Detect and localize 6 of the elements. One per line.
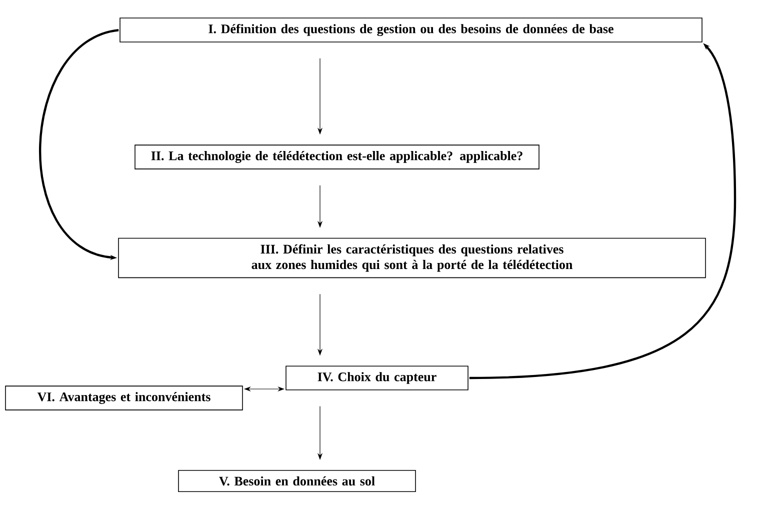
process-box: I. Définition des questions de gestion ou des besoins de données de base [120,18,702,42]
process-box: V. Besoin en données au sol [178,470,416,492]
process-box: II. La technologie de télédétection est-elle applicable? applicable? [134,144,540,170]
process-box: VI. Avantages et inconvénients [5,386,243,410]
process-box: IV. Choix du capteur [286,366,468,390]
process-box: III. Définir les caractéristiques des questions relatives aux zones humides qui sont à la porté de la télédétection [118,238,706,278]
